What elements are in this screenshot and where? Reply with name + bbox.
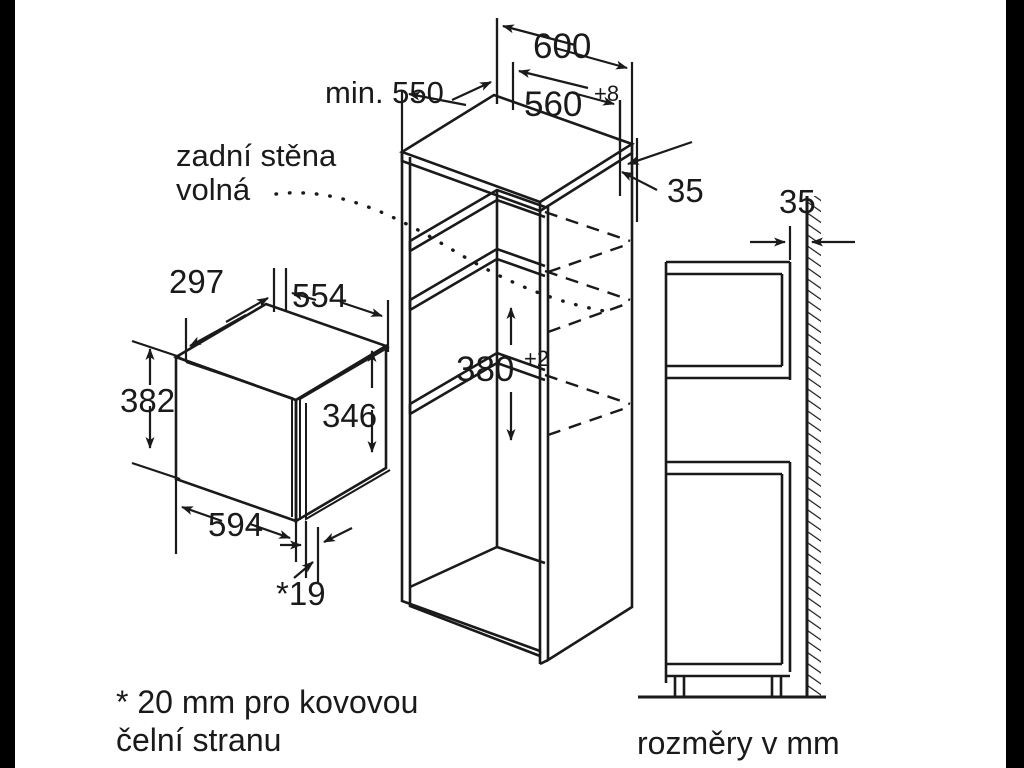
arrow-35a-out bbox=[621, 171, 658, 191]
appliance-dashed-outline bbox=[544, 210, 631, 437]
arrow-19-right bbox=[323, 527, 353, 543]
wall-hatch-fill bbox=[807, 196, 821, 697]
arrow-550-back bbox=[451, 81, 492, 101]
cabinet-floor-top bbox=[409, 545, 546, 589]
arrow-594-right bbox=[249, 522, 291, 540]
label-297: 297 bbox=[169, 263, 224, 300]
side-elevation-view bbox=[638, 260, 826, 699]
note-back-wall-line1: zadní stěna bbox=[176, 138, 337, 173]
dashed-niche-bot-a bbox=[544, 373, 631, 406]
footnote-line2: čelní stranu bbox=[116, 722, 281, 758]
cabinet-plinth-left bbox=[400, 587, 542, 653]
units-note: rozměry v mm bbox=[637, 725, 840, 761]
letterbox-left bbox=[0, 0, 15, 768]
label-560: 560 bbox=[524, 85, 582, 124]
wall-hatched bbox=[805, 196, 821, 697]
appliance-seam-b bbox=[299, 346, 390, 400]
appliance-front-face bbox=[174, 355, 298, 523]
dashed-niche-mid-b bbox=[547, 302, 627, 334]
note-back-wall-line2: volná bbox=[176, 172, 251, 207]
label-35-cabinet: 35 bbox=[667, 172, 704, 209]
label-380-tolerance: +2 bbox=[524, 346, 549, 371]
label-600: 600 bbox=[533, 27, 591, 66]
cabinet-shelf1-bottom bbox=[409, 198, 546, 253]
appliance-right-face bbox=[294, 343, 388, 524]
arrow-297-front bbox=[189, 314, 247, 347]
label-380: 380 bbox=[456, 350, 514, 389]
arrow-554-right bbox=[339, 300, 383, 318]
arrow-560-left bbox=[518, 69, 589, 90]
dimension-labels: 600 min. 550 560 +8 35 35 297 554 382 34… bbox=[120, 27, 816, 612]
arrow-594-left bbox=[181, 505, 223, 523]
dimension-lines bbox=[131, 18, 855, 584]
dashed-niche-mid-a bbox=[544, 269, 631, 302]
ext-382-top bbox=[131, 339, 181, 359]
letterbox-right bbox=[1006, 0, 1024, 768]
dotted-leader-path bbox=[274, 191, 606, 313]
dashed-niche-top-b bbox=[547, 243, 627, 274]
arrow-35a-in bbox=[627, 140, 693, 166]
cabinet-isometric-view bbox=[399, 93, 635, 666]
arrow-600-right bbox=[554, 46, 628, 70]
label-594: 594 bbox=[208, 506, 263, 543]
label-554: 554 bbox=[292, 277, 347, 314]
appliance-seam-d bbox=[305, 403, 391, 521]
label-346: 346 bbox=[322, 397, 377, 434]
ext-382-bot bbox=[131, 461, 181, 481]
cabinet-plinth-inner bbox=[408, 592, 541, 658]
label-35-wall: 35 bbox=[779, 183, 816, 220]
label-560-tolerance: +8 bbox=[594, 81, 619, 106]
dashed-niche-top-a bbox=[544, 210, 631, 243]
appliance-seam-a bbox=[185, 361, 293, 517]
cabinet-plinth-right bbox=[546, 596, 634, 663]
appliance-top-face bbox=[172, 302, 390, 402]
footnote-line1: * 20 mm pro kovovou bbox=[116, 684, 418, 720]
arrow-560-right bbox=[572, 91, 615, 106]
cabinet-top-board bbox=[399, 93, 635, 204]
arrow-600-left bbox=[502, 24, 576, 47]
cabinet-plinth-bottom bbox=[539, 658, 549, 666]
label-382: 382 bbox=[120, 382, 175, 419]
label-min-550: min. 550 bbox=[325, 75, 444, 110]
cabinet-shelf2-bottom bbox=[409, 257, 546, 312]
arrow-550-front bbox=[408, 91, 467, 107]
arrow-554-left bbox=[291, 291, 317, 302]
arrow-19-leader bbox=[293, 561, 314, 579]
back-wall-leader-dotted bbox=[274, 191, 606, 313]
arrow-297-back bbox=[225, 297, 269, 323]
dashed-niche-bot-b bbox=[547, 406, 627, 437]
cabinet-shelf2-top bbox=[409, 247, 546, 302]
label-19: *19 bbox=[276, 575, 326, 612]
note-labels: zadní stěna volná * 20 mm pro kovovou če… bbox=[116, 138, 840, 761]
